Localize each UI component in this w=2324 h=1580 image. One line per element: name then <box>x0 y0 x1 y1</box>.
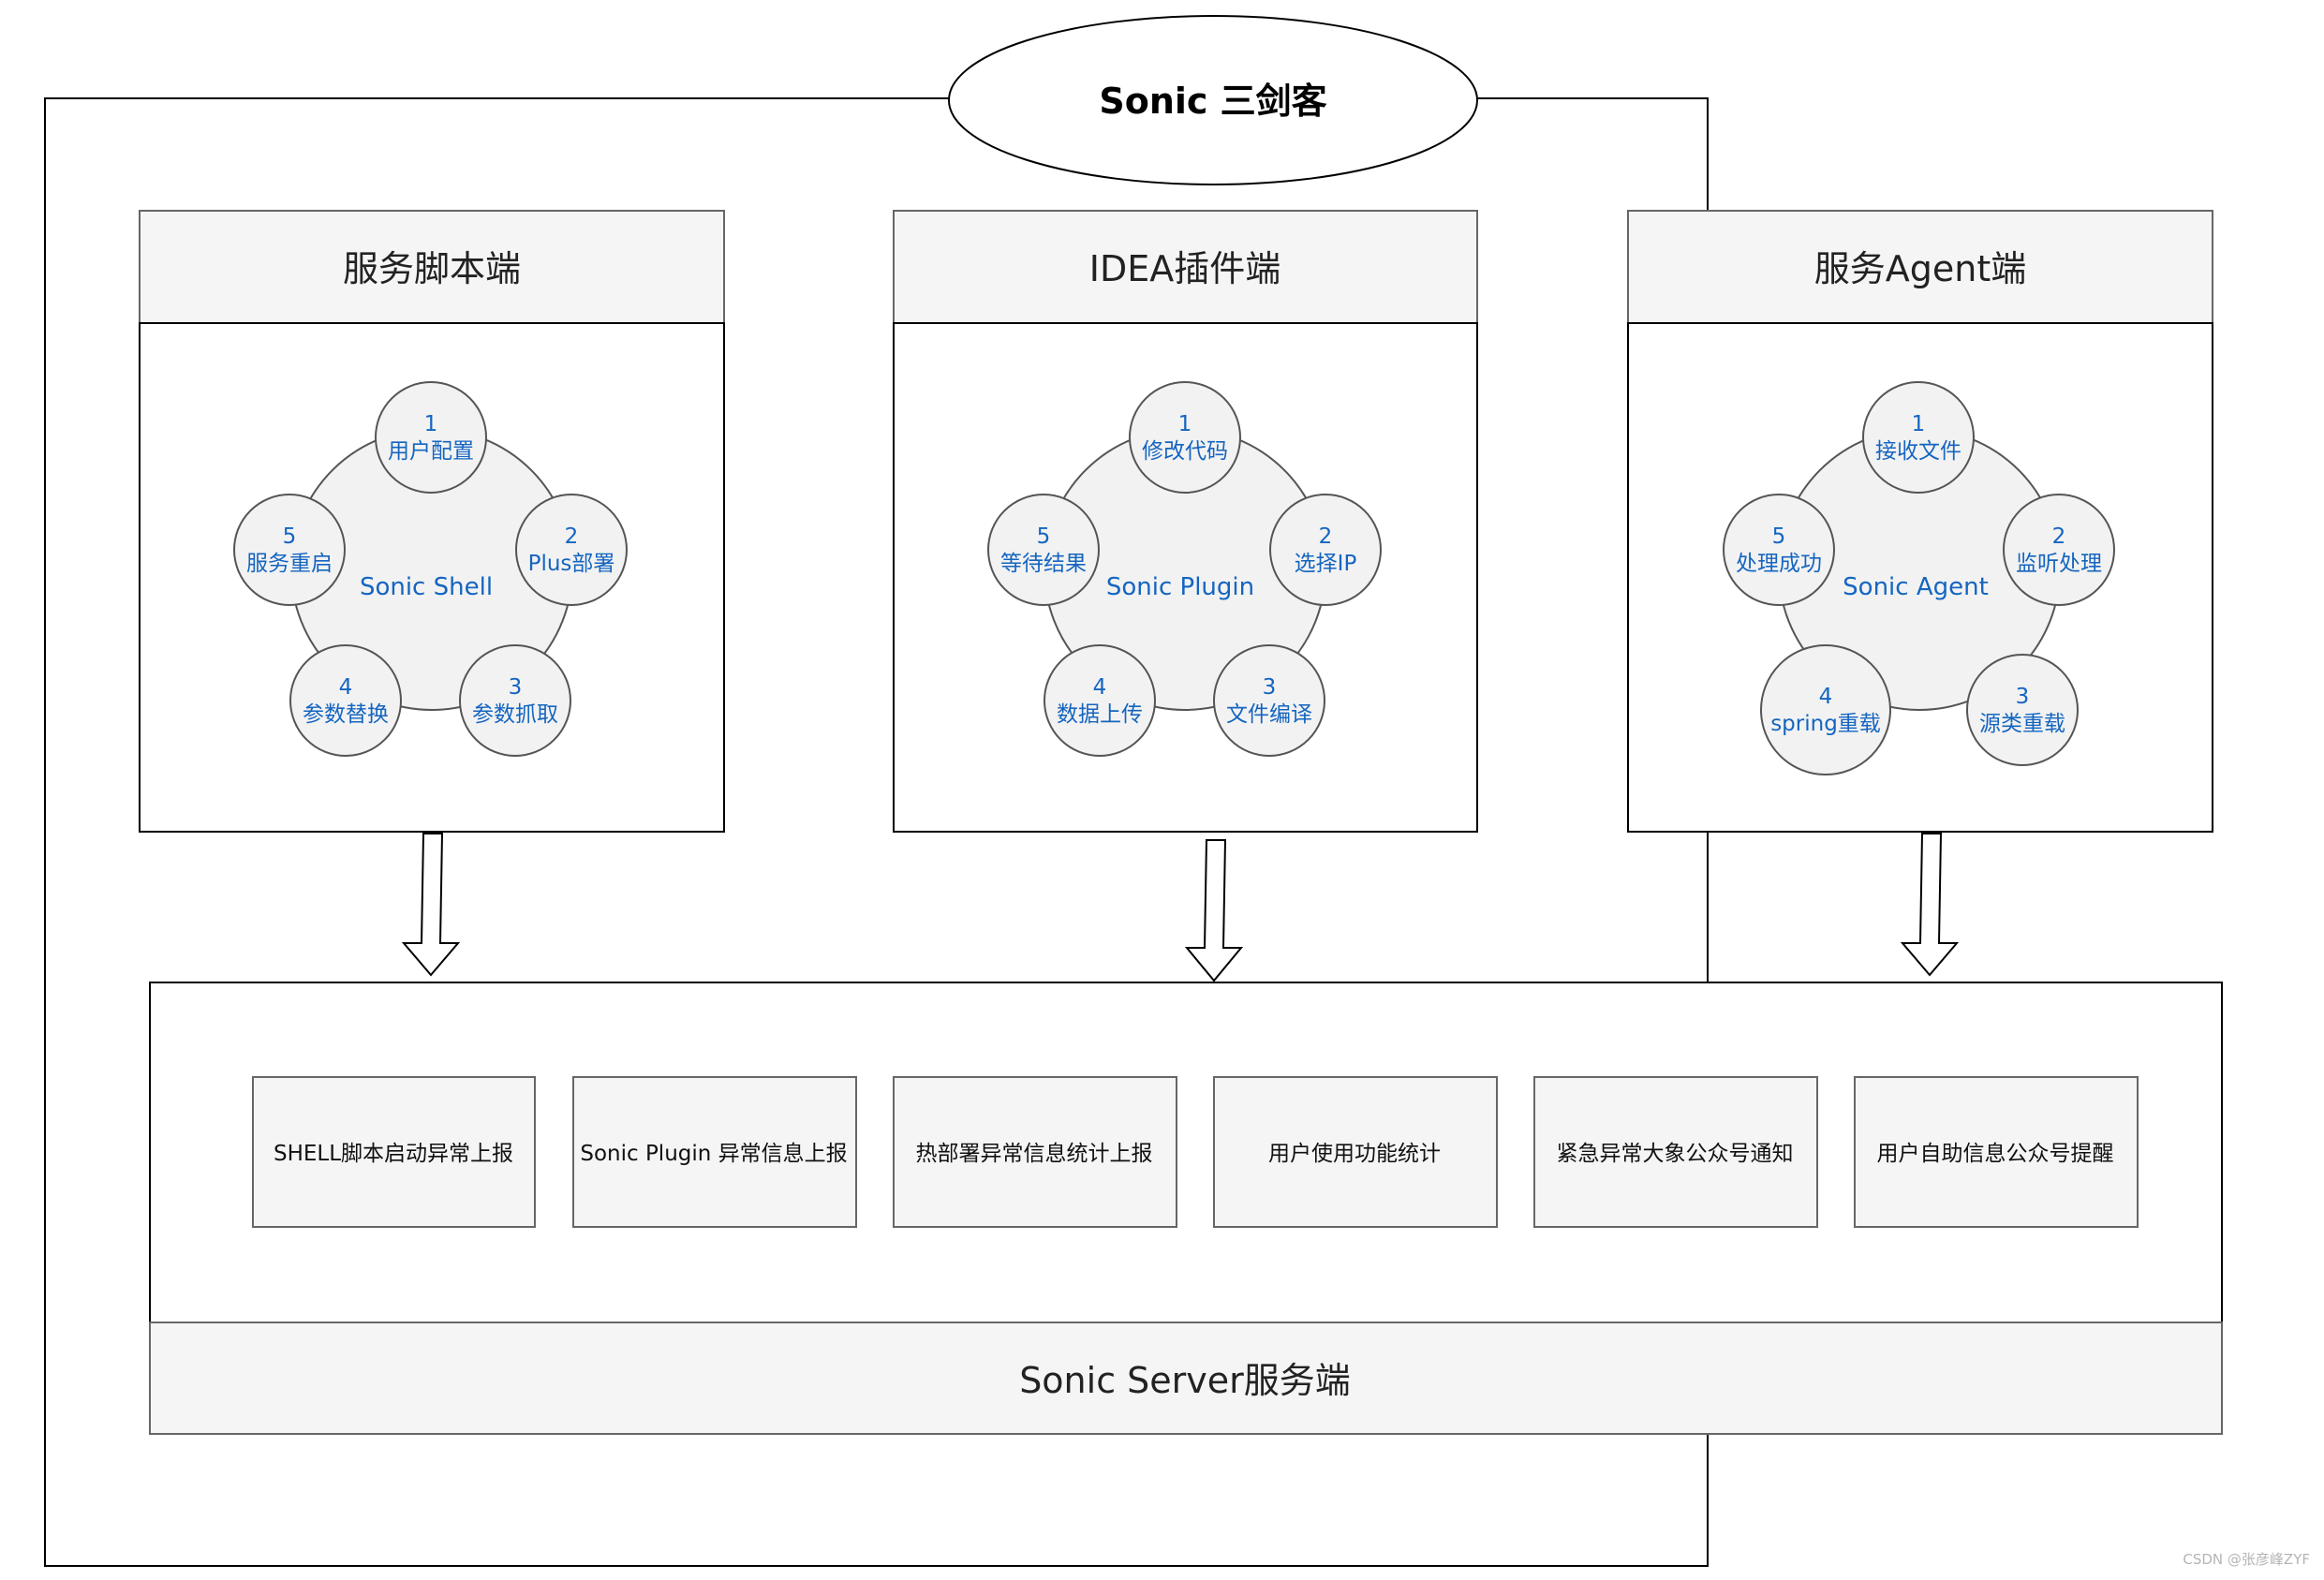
panel-title: 服务Agent端 <box>1814 248 2026 289</box>
server-label: Sonic Server服务端 <box>1019 1360 1351 1401</box>
panel-agent: 服务Agent端 Sonic Agent 1 接收文件 2 监听处理 3 源类重… <box>1627 210 2213 833</box>
center-label: Sonic Agent <box>1843 573 1989 601</box>
node-number: 2 <box>565 524 579 549</box>
panel-header <box>1627 210 2213 324</box>
node-number: 3 <box>509 675 523 700</box>
node-number: 1 <box>424 412 438 436</box>
node-number: 1 <box>1912 412 1926 436</box>
node-number: 2 <box>1319 524 1333 549</box>
panel-title: 服务脚本端 <box>343 248 521 289</box>
node-number: 5 <box>283 524 297 549</box>
module-label: SHELL脚本启动异常上报 <box>274 1142 513 1166</box>
cycle-node: 3 文件编译 <box>1213 644 1325 757</box>
server-module <box>252 1076 536 1228</box>
server-module <box>572 1076 857 1228</box>
node-label: 服务重启 <box>246 552 333 576</box>
cycle-node: 2 监听处理 <box>2003 494 2115 606</box>
title-ellipse <box>948 15 1478 185</box>
module-label: 紧急异常大象公众号通知 <box>1557 1142 1794 1166</box>
node-label: 文件编译 <box>1226 702 1312 727</box>
node-number: 5 <box>1772 524 1786 549</box>
node-label: 等待结果 <box>1000 552 1087 576</box>
cycle-node: 4 参数替换 <box>289 644 402 757</box>
node-number: 2 <box>2052 524 2066 549</box>
cycle-node: 5 服务重启 <box>233 494 346 606</box>
cycle-node: 4 spring重载 <box>1760 644 1891 775</box>
cycle-node: 1 修改代码 <box>1129 381 1241 494</box>
server-module <box>893 1076 1177 1228</box>
node-number: 4 <box>1819 685 1833 709</box>
node-label: 参数抓取 <box>472 702 558 727</box>
watermark: CSDN @张彦峰ZYF <box>2183 1551 2310 1568</box>
node-number: 4 <box>1093 675 1107 700</box>
panel-plugin: IDEA插件端 Sonic Plugin 1 修改代码 2 选择IP 3 文件编… <box>893 210 1478 833</box>
server-module <box>1854 1076 2139 1228</box>
cycle-node: 4 数据上传 <box>1044 644 1156 757</box>
sonic-server: Sonic Server服务端 SHELL脚本启动异常上报 Sonic Plug… <box>149 982 2223 1435</box>
node-number: 3 <box>2016 685 2030 709</box>
cycle-node: 3 参数抓取 <box>459 644 571 757</box>
panel-header <box>893 210 1478 324</box>
node-label: spring重载 <box>1770 712 1881 736</box>
center-label: Sonic Plugin <box>1106 573 1254 601</box>
panel-header <box>139 210 725 324</box>
module-label: Sonic Plugin 异常信息上报 <box>580 1142 847 1166</box>
cycle-node: 1 接收文件 <box>1862 381 1975 494</box>
node-label: 接收文件 <box>1875 439 1961 464</box>
module-label: 热部署异常信息统计上报 <box>916 1142 1153 1166</box>
server-footer <box>149 1322 2223 1435</box>
diagram-title: Sonic 三剑客 <box>1099 81 1326 122</box>
server-module <box>1213 1076 1498 1228</box>
cycle-node: 2 选择IP <box>1269 494 1382 606</box>
node-label: 源类重载 <box>1979 712 2065 736</box>
server-module <box>1533 1076 1818 1228</box>
node-number: 3 <box>1263 675 1277 700</box>
node-label: 选择IP <box>1295 552 1357 576</box>
center-label: Sonic Shell <box>360 573 493 601</box>
node-label: Plus部署 <box>528 552 615 576</box>
node-label: 监听处理 <box>2016 552 2102 576</box>
panel-title: IDEA插件端 <box>1089 248 1280 289</box>
down-arrow <box>1184 839 1244 982</box>
cycle-node: 5 等待结果 <box>987 494 1100 606</box>
node-number: 5 <box>1037 524 1051 549</box>
cycle-node: 2 Plus部署 <box>515 494 628 606</box>
module-label: 用户使用功能统计 <box>1268 1142 1441 1166</box>
node-number: 1 <box>1178 412 1192 436</box>
node-label: 用户配置 <box>388 439 474 464</box>
node-number: 4 <box>339 675 353 700</box>
down-arrow <box>1900 833 1960 977</box>
down-arrow <box>401 833 461 977</box>
node-label: 处理成功 <box>1736 552 1822 576</box>
panel-shell: 服务脚本端 Sonic Shell 1 用户配置 2 Plus部署 3 参数抓取… <box>139 210 725 833</box>
module-label: 用户自助信息公众号提醒 <box>1877 1142 2114 1166</box>
cycle-node: 5 处理成功 <box>1723 494 1835 606</box>
cycle-node: 1 用户配置 <box>375 381 487 494</box>
node-label: 修改代码 <box>1142 439 1228 464</box>
node-label: 参数替换 <box>303 702 389 727</box>
cycle-node: 3 源类重载 <box>1966 654 2079 766</box>
node-label: 数据上传 <box>1057 702 1143 727</box>
